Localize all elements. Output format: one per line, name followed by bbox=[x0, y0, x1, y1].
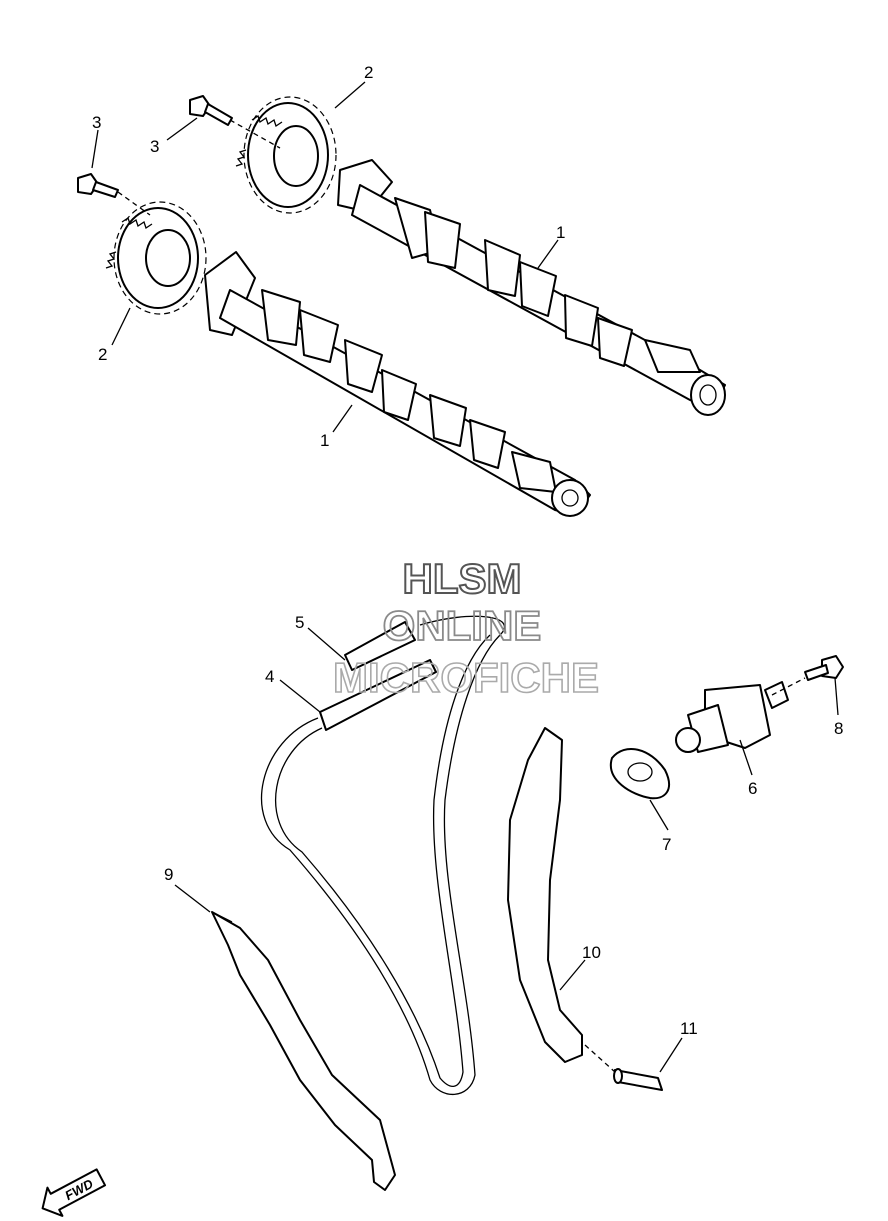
callout-2-lower: 2 bbox=[98, 345, 107, 364]
callout-9: 9 bbox=[164, 865, 173, 884]
watermark-line-2: ONLINE bbox=[383, 602, 542, 649]
callout-8: 8 bbox=[834, 719, 843, 738]
callout-7: 7 bbox=[662, 835, 671, 854]
guide-pin[interactable] bbox=[613, 1068, 663, 1091]
callout-3-upper: 3 bbox=[150, 137, 159, 156]
cam-sprocket-lower[interactable] bbox=[105, 201, 207, 315]
callout-10: 10 bbox=[582, 943, 601, 962]
callout-2-upper: 2 bbox=[364, 63, 373, 82]
chain-tensioner[interactable] bbox=[675, 681, 789, 753]
callout-1-lower: 1 bbox=[320, 431, 329, 450]
sprocket-bolt-lower[interactable] bbox=[77, 173, 119, 198]
callout-6: 6 bbox=[748, 779, 757, 798]
chain-guide-front[interactable] bbox=[211, 911, 396, 1191]
callout-4: 4 bbox=[265, 667, 274, 686]
callout-5: 5 bbox=[295, 613, 304, 632]
callout-11: 11 bbox=[680, 1019, 698, 1038]
chain-guide-rear[interactable] bbox=[507, 727, 583, 1063]
camshaft-lower[interactable] bbox=[204, 251, 591, 517]
timing-chain[interactable] bbox=[260, 615, 506, 1096]
fwd-arrow-icon: FWD bbox=[41, 1168, 107, 1217]
tensioner-gasket[interactable] bbox=[609, 748, 670, 800]
watermark-line-1: HLSM bbox=[403, 555, 522, 602]
callout-3-lower: 3 bbox=[92, 113, 101, 132]
callout-1-upper: 1 bbox=[556, 223, 565, 242]
watermark-line-3: MICROFICHE bbox=[333, 654, 599, 701]
camshaft-upper[interactable] bbox=[337, 159, 726, 416]
tensioner-bolt[interactable] bbox=[804, 655, 844, 681]
watermark: HLSM ONLINE MICROFICHE bbox=[332, 554, 600, 702]
sprocket-bolt-upper[interactable] bbox=[189, 95, 233, 126]
cam-sprocket-upper[interactable] bbox=[235, 96, 337, 214]
